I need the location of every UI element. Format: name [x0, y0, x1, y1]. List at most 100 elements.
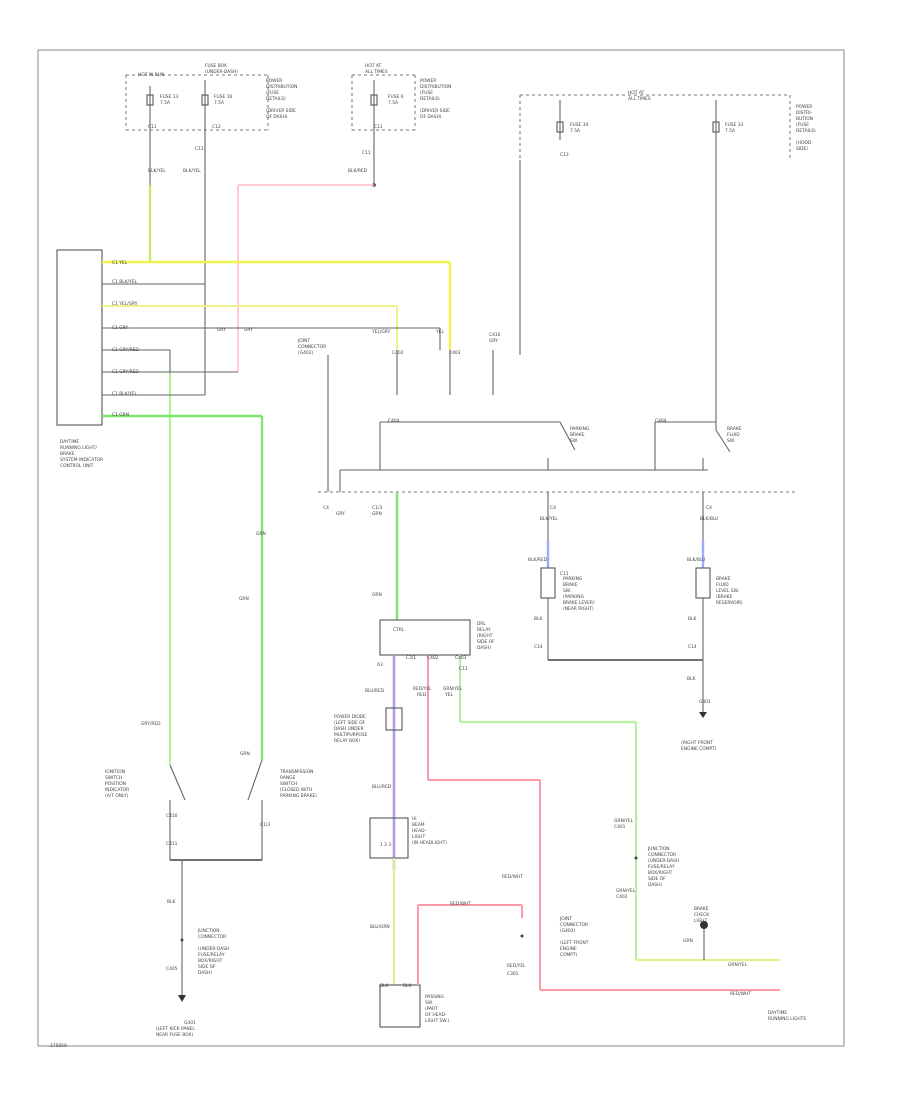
- label-pwr-5: RELAY BOX): [334, 738, 360, 744]
- label-desc-b4: DETAILS): [420, 96, 440, 102]
- label-wire-grn-2: GRN: [239, 596, 249, 602]
- label-js-3: (G402): [560, 928, 575, 934]
- label-jc-2: CONNECTOR: [648, 852, 676, 858]
- label-fl-sw-4: LEVEL SW.: [716, 588, 739, 594]
- label-joint-1: JOINT: [297, 338, 310, 344]
- label-js-5: ENGINE: [560, 946, 577, 952]
- label-gnd-l3: NEAR FUSE BOX): [156, 1032, 193, 1038]
- label-fluid-3: SW.: [727, 438, 735, 444]
- label-hb-2: BEAM: [412, 822, 425, 828]
- label-pk-sw-5: SW.: [563, 588, 571, 594]
- label-pk-sw-3: PARKING: [563, 576, 583, 582]
- label-ign-3: POSITION: [105, 781, 126, 787]
- label-fl-sw-1: BLK/BLU: [687, 557, 705, 563]
- label-pk-sw-2: C11: [560, 571, 569, 577]
- label-jc-11: C402: [616, 894, 628, 900]
- label-conn-d1: C404: [388, 418, 400, 424]
- label-jc-8: GRN/YEL: [614, 818, 634, 824]
- label-jc-4: FUSE/RELAY: [648, 864, 675, 870]
- label-bus-lbl-4: GRN: [372, 511, 382, 517]
- label-desc-c7: SIDE): [796, 146, 808, 152]
- label-bus-lbl-1: C4: [323, 505, 329, 511]
- label-ign-4: INDICATOR: [105, 787, 129, 793]
- label-dl-6: BLK: [380, 983, 388, 989]
- label-js-1: JOINT: [559, 916, 572, 922]
- label-relay-1: CTRL: [393, 627, 405, 633]
- label-relay-pins-3: C402: [427, 655, 439, 661]
- label-fl-sw-2: BRAKE: [716, 576, 731, 582]
- label-conn-d2: C404: [655, 418, 667, 424]
- label-fl-pin-2: C14: [688, 644, 697, 650]
- label-wire-grn-1: GRN: [256, 531, 266, 537]
- label-jc-bl-3: (UNDER-DASH: [198, 946, 229, 952]
- label-hot-right: HOT AT: [628, 90, 644, 96]
- label-mod-name-1: DAYTIME: [60, 439, 79, 445]
- label-hb-pins: 1 2 3: [380, 842, 391, 848]
- label-gnd-l1: G401: [184, 1020, 196, 1026]
- label-conn-e2: C403: [449, 350, 461, 356]
- label-desc-c3: BUTION: [796, 116, 813, 122]
- label-mod-pin-1: C1 YEL: [112, 260, 128, 266]
- passing-switch: [379, 984, 421, 1028]
- label-desc-c4: (FUSE: [796, 122, 809, 128]
- label-relay-pins-5: C11: [459, 666, 468, 672]
- brake-fluid-switch: [695, 567, 711, 599]
- label-jc-bl-4: FUSE/RELAY: [198, 952, 225, 958]
- label-mod-pin-7: C1 BLK/YEL: [112, 391, 138, 397]
- label-hb-1: HI: [412, 816, 417, 822]
- diagram-frame: [37, 49, 845, 1047]
- label-hot-mid: HOT AT: [365, 63, 381, 69]
- label-wire-gry-a: GRY: [244, 327, 253, 333]
- label-hot-left-a: HOT IN RUN: [138, 72, 164, 78]
- label-fuse-a2: FUSE 16: [214, 94, 232, 100]
- label-fl-sw-6: RESERVOIR): [716, 600, 743, 606]
- label-parking-3: SW.: [570, 438, 578, 444]
- label-pwr-4: MULTIPURPOSE: [334, 732, 368, 738]
- ground-symbol-right: [699, 712, 707, 718]
- label-jc-bl-2: CONNECTOR: [198, 934, 226, 940]
- label-fuse-c1: FUSE 34: [570, 122, 588, 128]
- label-fuse-a1: FUSE 13: [160, 94, 178, 100]
- label-jc-bl-6: SIDE OF: [198, 964, 216, 970]
- label-wire-gry-b: GRY: [217, 327, 226, 333]
- label-pk-sw-4: BRAKE: [563, 582, 578, 588]
- label-gnd-r2: (RIGHT FRONT: [681, 740, 713, 746]
- power-diode: [385, 707, 403, 731]
- label-desc-c1: POWER: [796, 104, 812, 110]
- label-wire-last2: RED/WHT: [730, 991, 751, 997]
- label-mod-pin-4: C1 GRY: [112, 325, 128, 331]
- label-dl-3: (PART: [425, 1006, 438, 1012]
- label-wire-r1: BLU/RED: [365, 688, 385, 694]
- drl-relay: [379, 619, 471, 656]
- brake-check-light-bulb: [700, 921, 708, 929]
- label-wire-hb: BLU/GRN: [370, 924, 390, 930]
- label-jc-6: SIDE OF: [648, 876, 666, 882]
- label-desc-c5: DETAILS): [796, 128, 816, 134]
- label-hb-4: LIGHT: [412, 834, 425, 840]
- label-jc-bl-1: JUNCTION: [197, 928, 220, 934]
- label-relay-2: DRL: [477, 621, 486, 627]
- label-dr-1: BRAKE: [694, 906, 709, 912]
- label-wire-r2: RED/YEL: [413, 686, 432, 692]
- label-relay-pins-4: C403: [455, 655, 467, 661]
- label-trn-7: C1/3: [260, 822, 270, 828]
- label-jc-bl-7: DASH): [198, 970, 212, 976]
- label-wire-hb2: RED/WHT: [502, 874, 523, 880]
- label-diode-pin: BLU/RED: [372, 784, 392, 790]
- label-relay-pins-1: A3: [377, 662, 383, 668]
- label-mod-name-3: BRAKE: [60, 451, 75, 457]
- label-fl-pin-1: BLK: [688, 616, 696, 622]
- label-wire-a1: BLK/YEL: [148, 168, 166, 174]
- label-trn-4: (CLOSED WITH: [280, 787, 312, 793]
- label-mod-name-2: RUNNING LIGHT/: [60, 445, 97, 451]
- label-wire-yel: YEL: [435, 329, 444, 335]
- label-mod-name-4: SYSTEM INDICATOR: [60, 457, 103, 463]
- label-wire-blkyel-1: BLK/YEL: [540, 516, 558, 522]
- label-fuse-c4: 7.5A: [725, 128, 735, 134]
- label-wire-last1: GRN/YEL: [728, 962, 748, 968]
- label-desc-b1: POWER: [420, 78, 436, 84]
- label-mod-pin-3: C1 YEL/GRY: [112, 301, 138, 307]
- label-jc-5: BOX/RIGHT: [648, 870, 673, 876]
- label-mod-pin-8: C1 GRN: [112, 412, 129, 418]
- label-trn-3: SWITCH: [280, 781, 297, 787]
